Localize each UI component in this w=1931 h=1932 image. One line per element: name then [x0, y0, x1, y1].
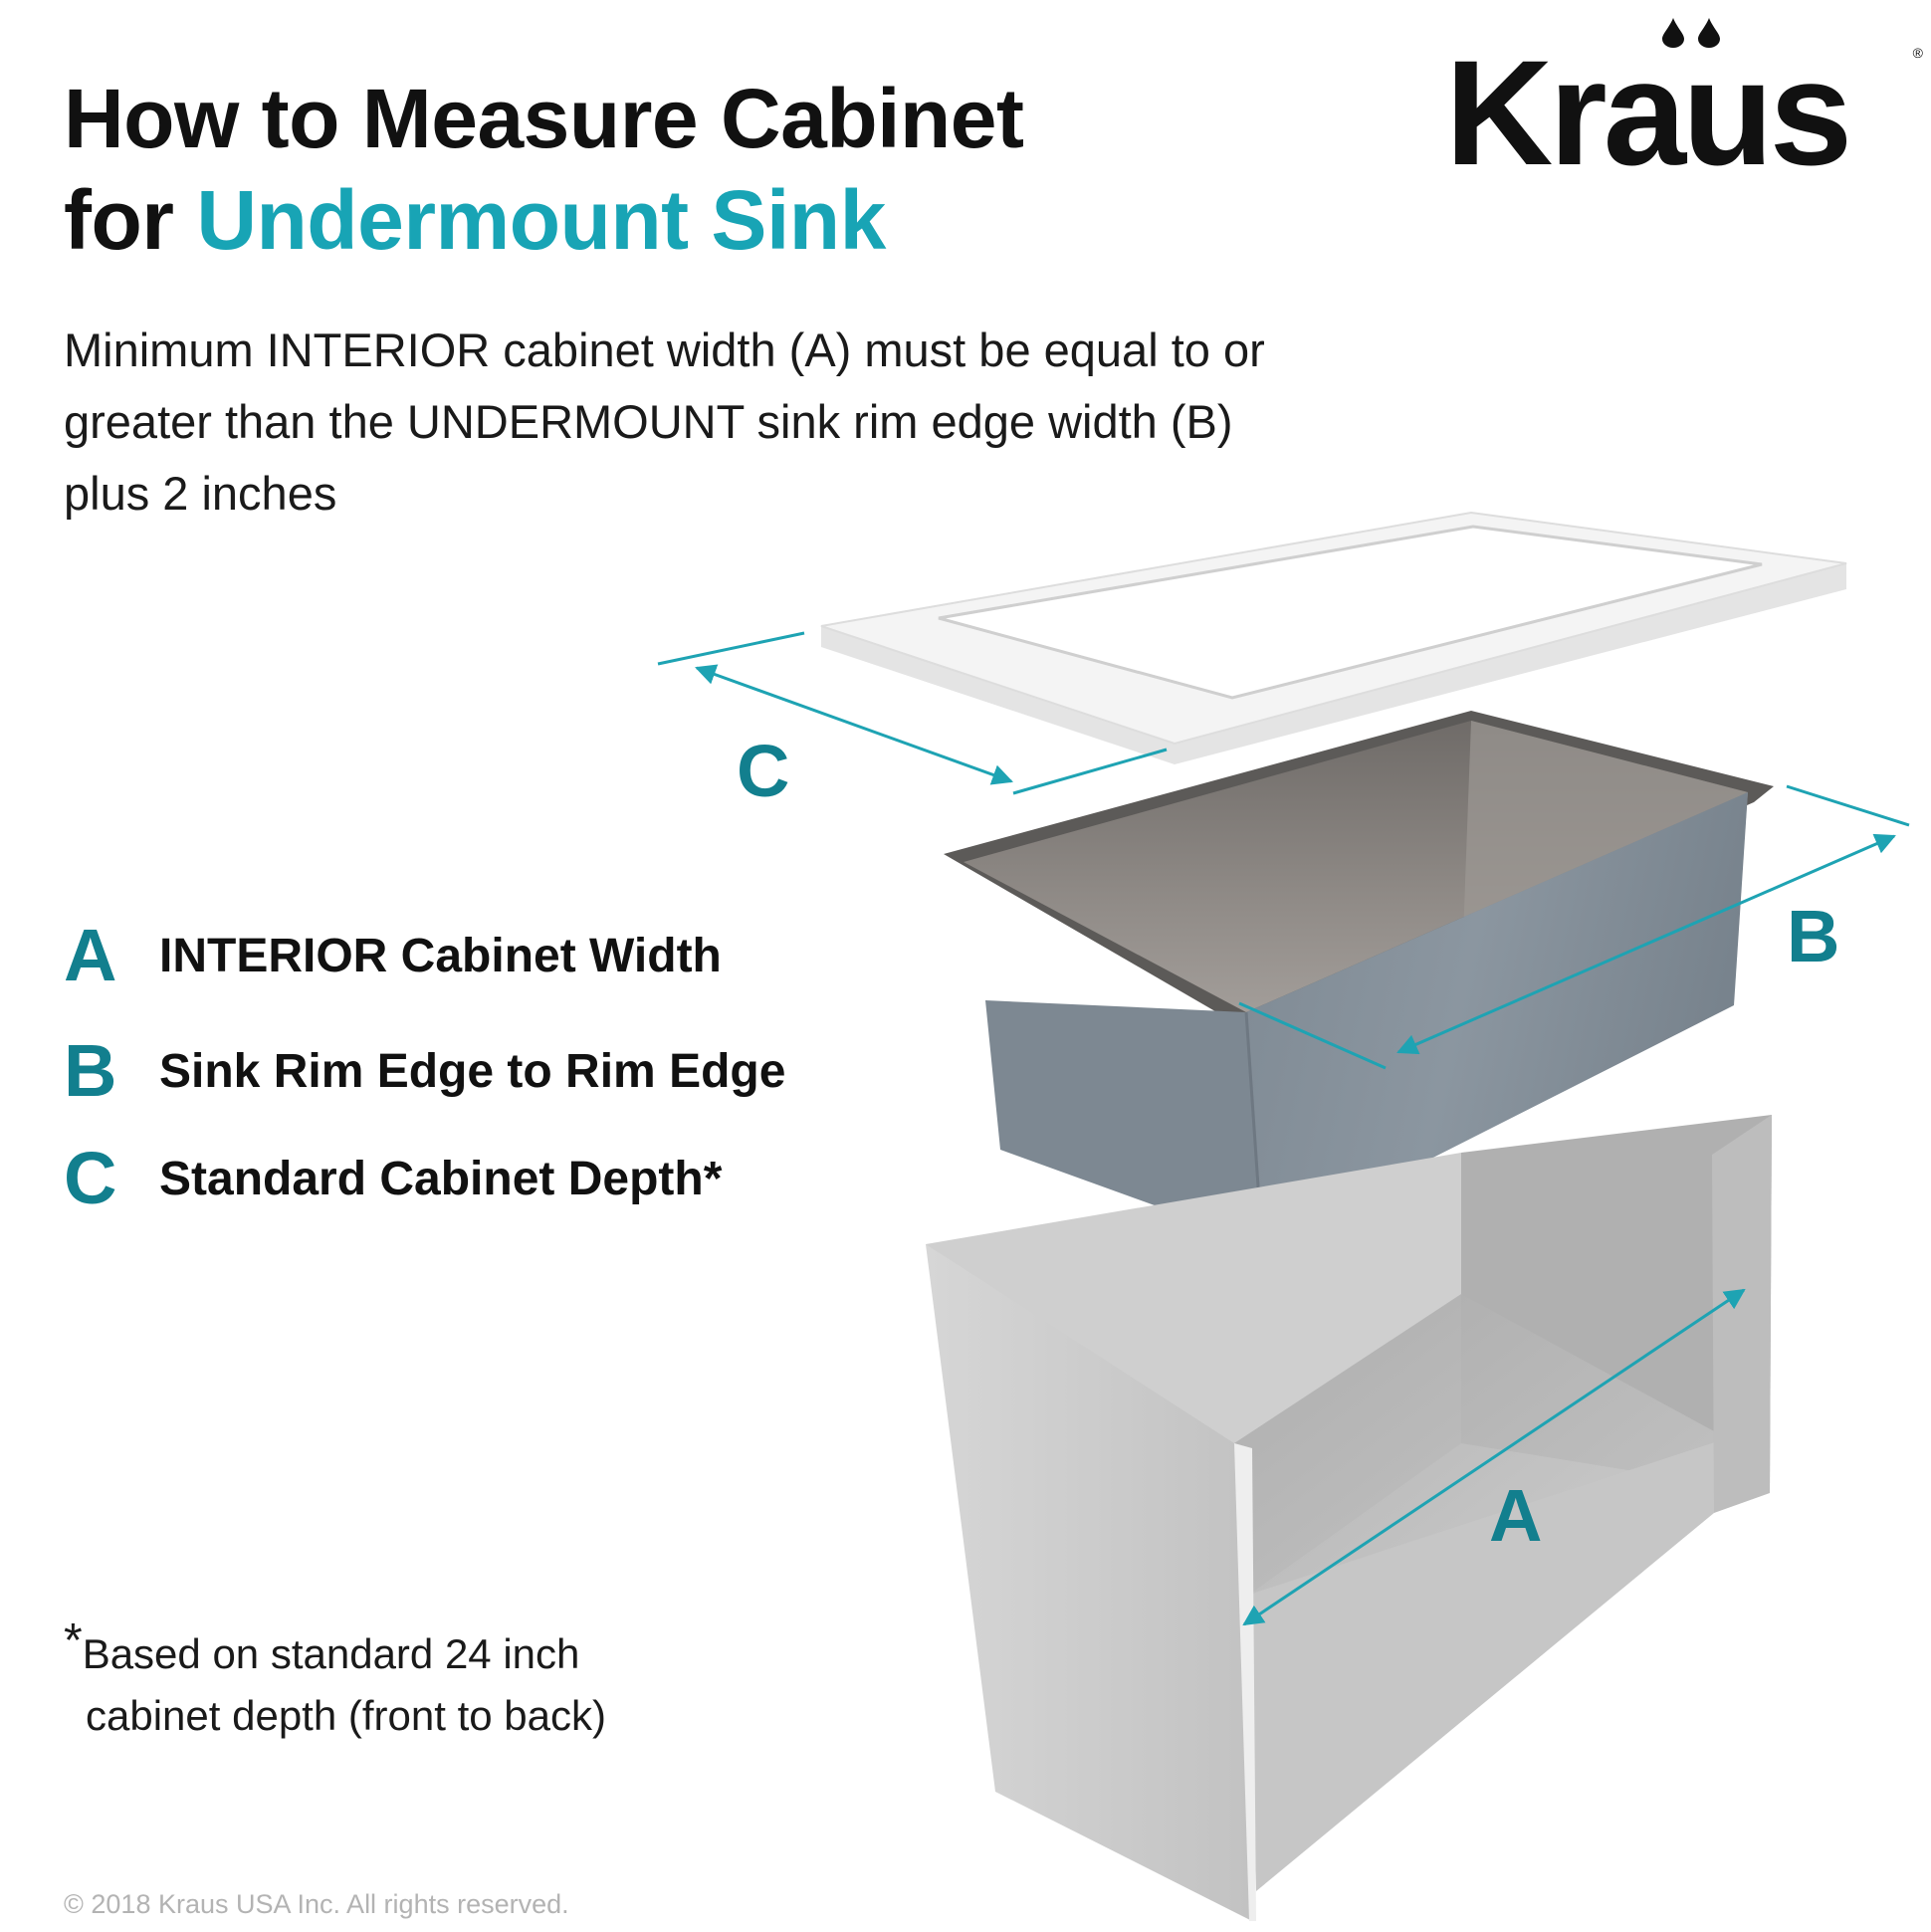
title-line-1: How to Measure Cabinet — [64, 72, 1024, 165]
legend-item-b: B Sink Rim Edge to Rim Edge — [64, 1031, 785, 1111]
page-title: How to Measure Cabinet for Undermount Si… — [64, 68, 1024, 271]
title-line-2-prefix: for — [64, 173, 197, 267]
legend-letter: B — [64, 1029, 117, 1112]
footnote: *Based on standard 24 inch cabinet depth… — [64, 1614, 760, 1747]
legend-item-c: C Standard Cabinet Depth* — [64, 1139, 722, 1218]
logo-wordmark: Kraus — [1445, 29, 1852, 196]
dimension-a: A — [1242, 1288, 1746, 1626]
legend-label: INTERIOR Cabinet Width — [159, 929, 722, 982]
water-drop-icon — [1698, 18, 1720, 48]
dimension-label-a: A — [1489, 1474, 1542, 1557]
legend-letter: C — [64, 1137, 117, 1219]
dimension-label-c: C — [737, 730, 789, 812]
footnote-star: * — [64, 1614, 83, 1667]
legend-label: Sink Rim Edge to Rim Edge — [159, 1044, 786, 1098]
intro-text: Minimum INTERIOR cabinet width (A) must … — [64, 323, 1265, 520]
legend-label: Standard Cabinet Depth* — [159, 1152, 723, 1205]
water-drop-icon — [1662, 18, 1684, 48]
legend-letter: A — [64, 914, 117, 996]
kraus-logo: Kraus ® — [1445, 18, 1923, 187]
copyright-notice: © 2018 Kraus USA Inc. All rights reserve… — [64, 1889, 569, 1919]
legend-item-a: A INTERIOR Cabinet Width — [64, 916, 722, 995]
registered-mark: ® — [1912, 45, 1923, 61]
dimension-label-b: B — [1787, 895, 1839, 977]
base-cabinet — [926, 1115, 1772, 1921]
footnote-line-2: cabinet depth (front to back) — [86, 1692, 606, 1739]
dimension-c: C — [657, 631, 1168, 812]
footnote-line-1: Based on standard 24 inch — [82, 1630, 580, 1677]
dimension-b: B — [1238, 784, 1910, 1070]
title-line-2-accent: Undermount Sink — [196, 173, 886, 267]
countertop-cutout-frame — [820, 511, 1847, 764]
